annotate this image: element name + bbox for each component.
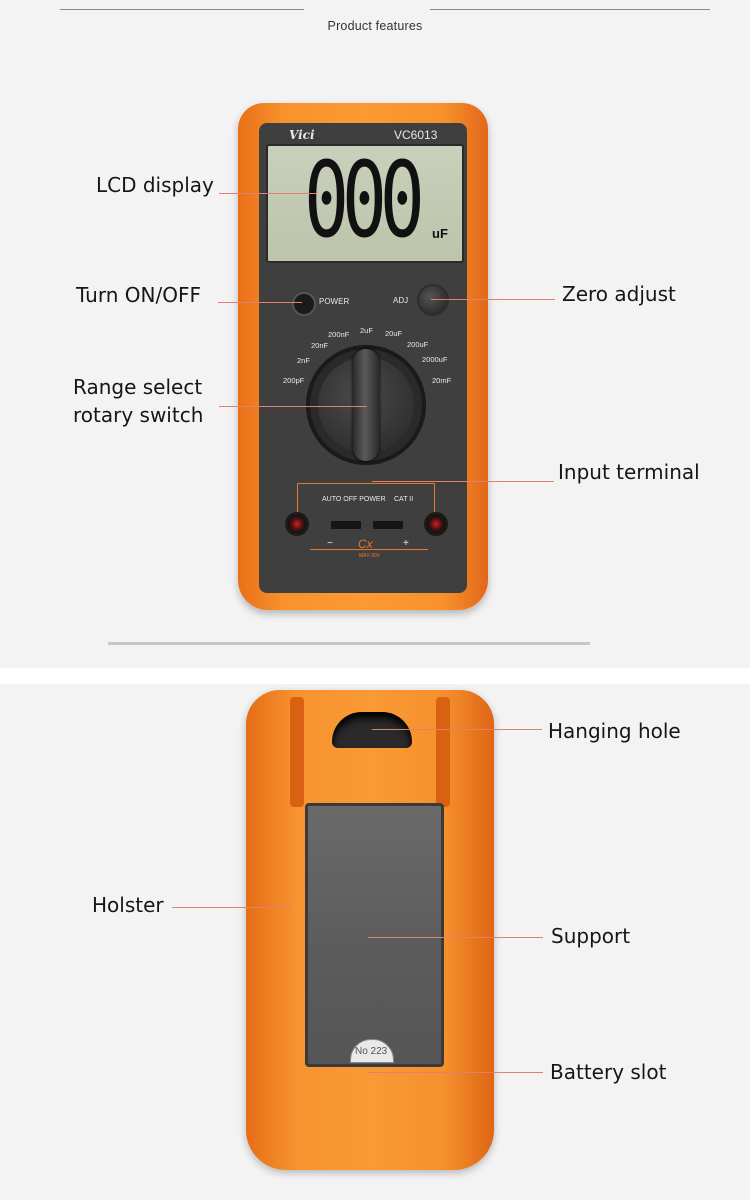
section-title: Product features [327, 19, 423, 33]
range-label: 20mF [432, 376, 452, 385]
input-terminal-negative[interactable] [285, 512, 309, 536]
terminal-bracket [297, 483, 298, 513]
lcd-reading: 000 [304, 139, 425, 261]
leader-line [372, 729, 542, 730]
callout-zero-adjust: Zero adjust [562, 282, 676, 306]
leader-line [431, 299, 555, 300]
callout-turn-on-off: Turn ON/OFF [76, 283, 201, 307]
leader-line [368, 937, 543, 938]
battery-code: No 223 [355, 1046, 388, 1057]
terminal-bracket [297, 483, 435, 484]
power-button[interactable] [292, 292, 316, 316]
hanging-hole [332, 712, 412, 748]
callout-range-select: Range select [73, 375, 203, 399]
callout-holster: Holster [92, 893, 164, 917]
callout-input-terminal: Input terminal [558, 460, 700, 484]
callout-battery-slot: Battery slot [550, 1060, 667, 1084]
header-line-left [60, 9, 304, 10]
input-terminal-positive[interactable] [424, 512, 448, 536]
terminal-bracket [434, 483, 435, 513]
model-label: VC6013 [394, 128, 438, 142]
holster-rail [436, 697, 450, 807]
callout-rotary-switch: rotary switch [73, 403, 204, 427]
header-line-right [430, 9, 710, 10]
cx-label: Cx [358, 537, 373, 551]
range-label: 20nF [311, 341, 329, 350]
range-label: 2uF [360, 326, 373, 335]
cat-label: CAT II [394, 496, 414, 503]
leader-line [219, 406, 367, 407]
holster-rail [290, 697, 304, 807]
brand-logo: Vici [289, 128, 315, 142]
leader-line [219, 193, 317, 194]
max-voltage-label: MAX 60V [359, 553, 381, 559]
rotary-switch-handle[interactable] [353, 349, 379, 461]
range-label: 200nF [328, 330, 350, 339]
range-label: 200uF [407, 340, 429, 349]
range-label: 2nF [297, 356, 310, 365]
callout-hanging-hole: Hanging hole [548, 719, 681, 743]
callout-lcd-display: LCD display [96, 173, 214, 197]
lcd-screen [266, 144, 464, 263]
zero-adjust-knob[interactable] [417, 284, 449, 316]
leader-line [372, 481, 554, 482]
support-stand[interactable] [305, 803, 444, 1067]
auto-off-label: AUTO OFF POWER [322, 496, 386, 503]
capacitor-slot [331, 521, 361, 529]
adj-label: ADJ [393, 296, 409, 305]
range-label: 2000uF [422, 355, 448, 364]
plus-label: + [403, 538, 409, 549]
minus-label: − [327, 538, 333, 549]
callout-support: Support [551, 924, 631, 948]
capacitor-slot [373, 521, 403, 529]
slot-bracket [310, 549, 428, 550]
section-divider [108, 642, 590, 645]
leader-line [368, 1072, 543, 1073]
leader-line [218, 302, 302, 303]
lcd-unit: uF [432, 226, 448, 241]
range-label: 20uF [385, 329, 403, 338]
leader-line [172, 907, 292, 908]
power-label: POWER [319, 297, 350, 306]
range-label: 200pF [283, 376, 305, 385]
